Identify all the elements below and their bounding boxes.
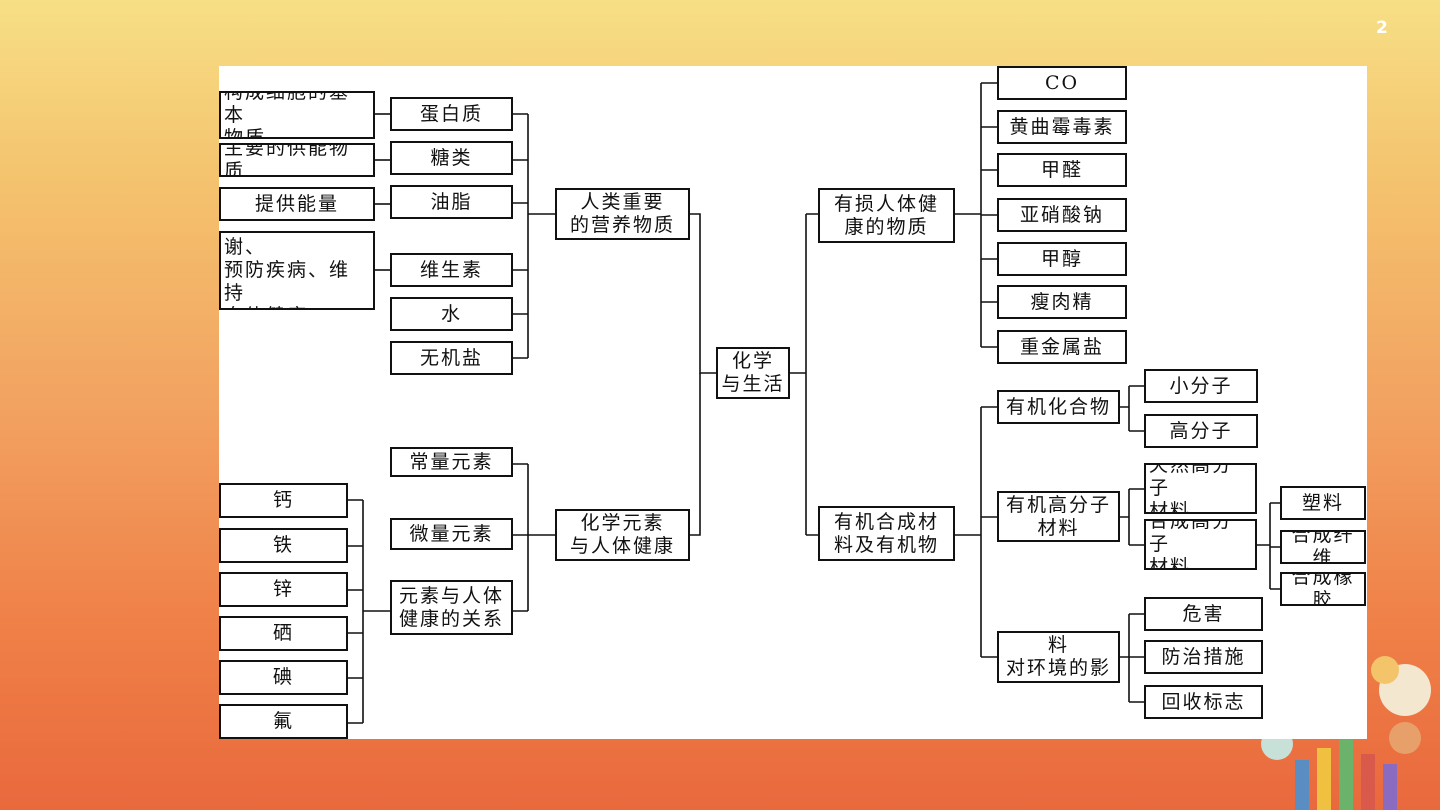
branch-nutrients: 人类重要 的营养物质 bbox=[555, 188, 690, 240]
harmful-node: 瘦肉精 bbox=[997, 285, 1127, 319]
branch-materials: 有机合成材 料及有机物 bbox=[818, 506, 955, 561]
nutrient-node: 水 bbox=[390, 297, 513, 331]
synthetic-type-node: 合成橡胶 bbox=[1280, 572, 1366, 606]
organic-compounds-node: 有机化合物 bbox=[997, 390, 1120, 424]
connector-root-right bbox=[790, 213, 818, 536]
connector-polymer-types bbox=[1120, 488, 1144, 546]
pencil-5 bbox=[1383, 764, 1397, 810]
harmful-node: 甲醇 bbox=[997, 242, 1127, 276]
trace-element-node: 碘 bbox=[219, 660, 348, 695]
pencil-4 bbox=[1361, 754, 1375, 810]
polymer-type-node: 天然高分子 材料 bbox=[1144, 463, 1257, 514]
harmful-node: 亚硝酸钠 bbox=[997, 198, 1127, 232]
environment-item-node: 危害 bbox=[1144, 597, 1263, 631]
molecule-type-node: 小分子 bbox=[1144, 369, 1258, 403]
connector-synthetic-types bbox=[1257, 502, 1280, 590]
element-group-node: 元素与人体 健康的关系 bbox=[390, 580, 513, 635]
nutrient-node: 维生素 bbox=[390, 253, 513, 287]
pencil-1 bbox=[1295, 760, 1309, 810]
polymer-type-node: 合成高分子 材料 bbox=[1144, 519, 1257, 570]
connector-harmful-bracket bbox=[955, 82, 997, 348]
function-node: 调节新陈代谢、 预防疾病、维持 身体健康 bbox=[219, 231, 375, 310]
element-group-node: 微量元素 bbox=[390, 518, 513, 550]
connector-environment-items bbox=[1120, 613, 1144, 703]
polymer-materials-node: 有机高分子 材料 bbox=[997, 491, 1120, 542]
pencil-2 bbox=[1317, 748, 1331, 810]
nutrient-node: 油脂 bbox=[390, 185, 513, 219]
trace-element-node: 铁 bbox=[219, 528, 348, 563]
environment-item-node: 防治措施 bbox=[1144, 640, 1263, 674]
synthetic-type-node: 合成纤维 bbox=[1280, 530, 1366, 564]
environment-node: 使用合成材料 对环境的影响 bbox=[997, 631, 1120, 683]
branch-harmful: 有损人体健 康的物质 bbox=[818, 188, 955, 243]
function-node: 提供能量 bbox=[219, 187, 375, 221]
bubble-2 bbox=[1389, 722, 1421, 754]
environment-item-node: 回收标志 bbox=[1144, 685, 1263, 719]
connector-molecules bbox=[1120, 385, 1144, 432]
harmful-node: CO bbox=[997, 66, 1127, 100]
diagram-panel: 化学 与生活 人类重要 的营养物质 化学元素 与人体健康 构成细胞的基本 物质 … bbox=[219, 66, 1367, 739]
connector-nutrients-bracket bbox=[513, 113, 555, 359]
harmful-node: 重金属盐 bbox=[997, 330, 1127, 364]
connector-nutrients-root bbox=[690, 213, 716, 374]
nutrient-node: 糖类 bbox=[390, 141, 513, 175]
trace-element-node: 钙 bbox=[219, 483, 348, 518]
harmful-node: 甲醛 bbox=[997, 153, 1127, 187]
nutrient-node: 蛋白质 bbox=[390, 97, 513, 131]
synthetic-type-node: 塑料 bbox=[1280, 486, 1366, 520]
molecule-type-node: 高分子 bbox=[1144, 414, 1258, 448]
trace-element-node: 氟 bbox=[219, 704, 348, 739]
connector-trace-elements-bracket bbox=[348, 499, 390, 724]
page-number: 2 bbox=[1376, 18, 1388, 38]
element-group-node: 常量元素 bbox=[390, 447, 513, 477]
nutrient-node: 无机盐 bbox=[390, 341, 513, 375]
branch-elements: 化学元素 与人体健康 bbox=[555, 509, 690, 561]
trace-element-node: 硒 bbox=[219, 616, 348, 651]
harmful-node: 黄曲霉毒素 bbox=[997, 110, 1127, 144]
function-node: 主要的供能物质 bbox=[219, 143, 375, 177]
root-node: 化学 与生活 bbox=[716, 347, 790, 399]
connector-element-groups-bracket bbox=[513, 463, 555, 612]
pencil-3 bbox=[1339, 736, 1353, 810]
function-node: 构成细胞的基本 物质 bbox=[219, 91, 375, 139]
connector-lines bbox=[348, 82, 1280, 724]
connector-materials-bracket bbox=[955, 406, 997, 658]
bubble-3 bbox=[1371, 656, 1399, 684]
trace-element-node: 锌 bbox=[219, 572, 348, 607]
connector-elements-root bbox=[690, 373, 701, 536]
